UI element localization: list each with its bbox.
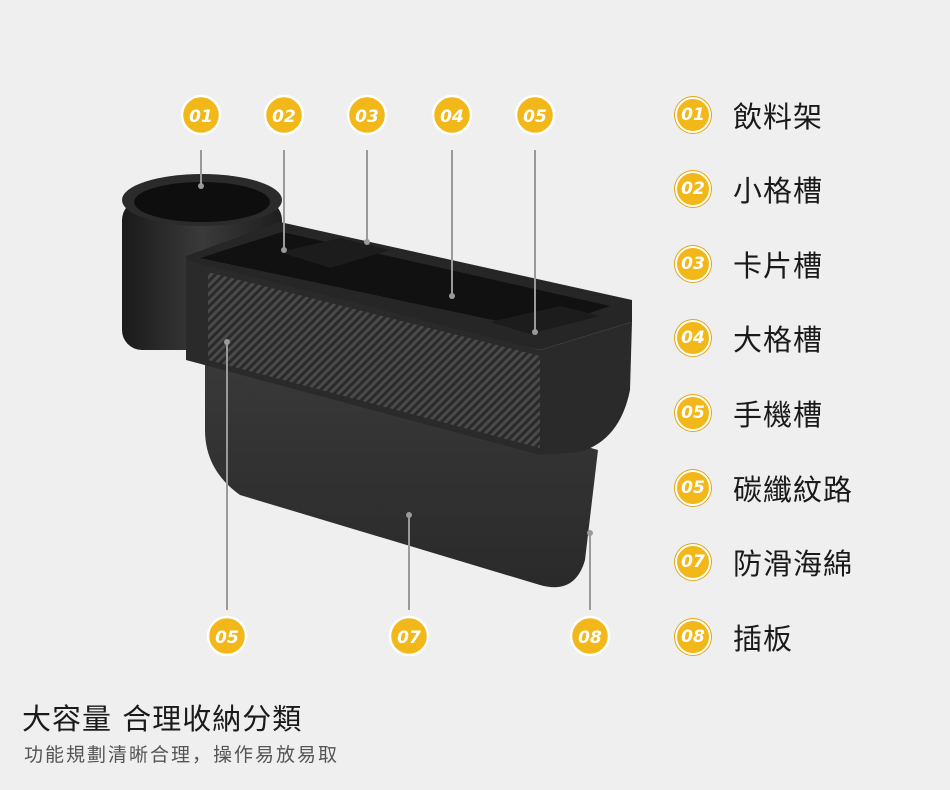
callout-badge-top-02: 02: [263, 94, 305, 136]
legend-badge: 02: [675, 171, 711, 207]
legend-label: 小格槽: [733, 174, 824, 208]
page-subheading: 功能規劃清晰合理，操作易放易取: [24, 744, 340, 766]
legend-item: 08 插板: [675, 617, 793, 657]
callout-badge-bottom-05: 05: [206, 615, 248, 657]
callout-number: 05: [523, 107, 547, 127]
legend-item: 01 飲料架: [675, 95, 823, 135]
legend-label: 手機槽: [733, 398, 824, 432]
legend-badge: 05: [675, 470, 711, 506]
legend-label: 插板: [733, 622, 794, 656]
callout-number: 07: [397, 628, 421, 648]
legend-badge: 05: [675, 395, 711, 431]
callout-number: 03: [355, 107, 379, 127]
legend-badge: 03: [675, 246, 711, 282]
sponge-board: [205, 340, 598, 588]
legend-item: 02 小格槽: [675, 169, 823, 209]
legend-label: 飲料架: [733, 100, 824, 134]
callout-number: 04: [440, 107, 464, 127]
legend-label: 防滑海綿: [733, 547, 854, 581]
callout-number: 05: [215, 628, 239, 648]
callout-badge-top-03: 03: [346, 94, 388, 136]
legend-item: 03 卡片槽: [675, 244, 823, 284]
legend-badge: 04: [675, 320, 711, 356]
legend-badge: 01: [675, 97, 711, 133]
legend-item: 05 碳纖紋路: [675, 468, 853, 508]
callout-number: 08: [578, 628, 602, 648]
callout-badge-bottom-08: 08: [569, 615, 611, 657]
page-heading: 大容量 合理收納分類: [22, 702, 303, 736]
callout-number: 01: [189, 107, 213, 127]
callout-badge-top-01: 01: [180, 94, 222, 136]
legend-badge: 08: [675, 619, 711, 655]
callout-badge-top-04: 04: [431, 94, 473, 136]
callout-badge-bottom-07: 07: [388, 615, 430, 657]
callout-number: 02: [272, 107, 296, 127]
callout-badge-top-05: 05: [514, 94, 556, 136]
legend-label: 卡片槽: [733, 249, 824, 283]
legend-label: 大格槽: [733, 323, 824, 357]
carbon-fiber-panel: [208, 272, 540, 448]
legend-label: 碳纖紋路: [733, 473, 854, 507]
legend-item: 05 手機槽: [675, 393, 823, 433]
legend-badge: 07: [675, 544, 711, 580]
legend-item: 04 大格槽: [675, 318, 823, 358]
legend-item: 07 防滑海綿: [675, 542, 853, 582]
